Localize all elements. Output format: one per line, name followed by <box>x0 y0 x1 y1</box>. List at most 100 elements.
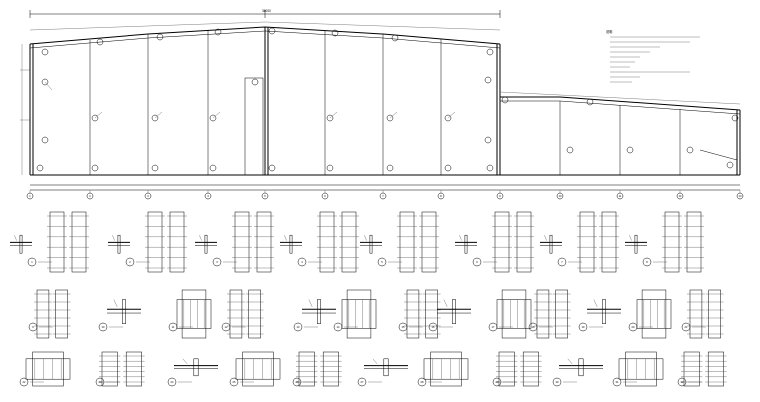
detail-number-bubble <box>472 257 482 267</box>
detail-number: 21 <box>685 325 688 329</box>
connection-detail <box>587 299 621 324</box>
detail-number: 6 <box>476 260 478 264</box>
connection-detail <box>227 289 264 339</box>
axis-bubble <box>379 192 387 200</box>
axis-label: 3 <box>147 194 149 198</box>
detail-number-bubble <box>297 257 307 267</box>
connection-detail <box>437 299 471 324</box>
detail-number-bubble <box>27 257 37 267</box>
axis-label: 13 <box>739 194 742 198</box>
detail-number-bubble <box>357 377 367 387</box>
detail-number-bubble <box>98 322 108 332</box>
connection-detail <box>364 358 408 377</box>
detail-number-bubble <box>642 257 652 267</box>
detail-number: 17 <box>492 325 495 329</box>
detail-number: 12 <box>225 325 228 329</box>
detail-number: 19 <box>582 325 585 329</box>
detail-number-bubble <box>417 377 427 387</box>
connection-detail <box>235 351 281 387</box>
connection-detail <box>317 211 359 273</box>
connection-detail <box>34 289 71 339</box>
detail-number-bubble <box>125 257 135 267</box>
detail-number: 30 <box>556 380 559 384</box>
detail-number-bubble <box>677 377 687 387</box>
axis-bubble <box>86 192 94 200</box>
detail-number: 31 <box>616 380 619 384</box>
connection-detail <box>662 211 704 273</box>
connection-detail <box>360 234 382 254</box>
axis-bubble <box>204 192 212 200</box>
connection-detail <box>455 234 477 254</box>
detail-number-bubble <box>398 322 408 332</box>
detail-number-bubble <box>552 377 562 387</box>
axis-label: 10 <box>559 194 562 198</box>
axis-label: 8 <box>440 194 442 198</box>
connection-detail <box>540 234 562 254</box>
detail-number: 3 <box>216 260 218 264</box>
axis-bubble <box>321 192 329 200</box>
detail-number: 23 <box>99 380 102 384</box>
detail-number: 16 <box>432 325 435 329</box>
axis-bubble <box>144 192 152 200</box>
axis-label: 1 <box>29 194 31 198</box>
connection-detail <box>296 351 342 387</box>
axis-bubble <box>736 192 744 200</box>
detail-number: 11 <box>172 325 175 329</box>
connection-detail <box>10 234 32 254</box>
connection-detail <box>496 351 542 387</box>
connection-detail <box>492 211 534 273</box>
detail-number-bubble <box>557 257 567 267</box>
axis-bubble <box>261 192 269 200</box>
connection-detail <box>174 358 218 377</box>
connection-detail <box>618 351 664 387</box>
axis-bubble <box>616 192 624 200</box>
axis-label: 5 <box>264 194 266 198</box>
connection-detail <box>108 234 130 254</box>
connection-detail <box>195 234 217 254</box>
detail-number-bubble <box>28 322 38 332</box>
axis-label: 9 <box>499 194 501 198</box>
detail-number: 8 <box>646 260 648 264</box>
axis-bubble <box>556 192 564 200</box>
connection-detail <box>47 211 89 273</box>
detail-number-bubble <box>681 322 691 332</box>
connection-detail <box>404 289 441 339</box>
detail-number-bubble <box>293 322 303 332</box>
detail-number: 26 <box>296 380 299 384</box>
connection-detail <box>99 351 145 387</box>
connection-detail <box>280 234 302 254</box>
connection-detail <box>302 299 336 324</box>
detail-number: 4 <box>301 260 303 264</box>
notes-heading: 说明 <box>606 29 612 34</box>
detail-number-bubble <box>377 257 387 267</box>
detail-number: 14 <box>337 325 340 329</box>
detail-number-bubble <box>168 322 178 332</box>
axis-label: 4 <box>207 194 209 198</box>
connection-detail <box>534 289 571 339</box>
detail-number: 10 <box>102 325 105 329</box>
detail-number: 2 <box>129 260 131 264</box>
detail-number-bubble <box>578 322 588 332</box>
connection-detail <box>625 234 647 254</box>
axis-label: 2 <box>89 194 91 198</box>
connection-detail <box>232 211 274 273</box>
detail-number-bubble <box>221 322 231 332</box>
annex-frame-elevation: 说明 <box>499 29 741 175</box>
detail-number: 27 <box>361 380 364 384</box>
connection-detail <box>423 351 469 387</box>
detail-number-bubble <box>167 377 177 387</box>
detail-number-bubble <box>492 377 502 387</box>
detail-number: 24 <box>171 380 174 384</box>
axis-label: 6 <box>324 194 326 198</box>
connection-detail <box>397 211 439 273</box>
connection-detail <box>107 299 141 324</box>
detail-number-bubble <box>488 322 498 332</box>
detail-number-bubble <box>212 257 222 267</box>
detail-number-bubble <box>528 322 538 332</box>
axis-bubble <box>437 192 445 200</box>
axis-bubble <box>496 192 504 200</box>
